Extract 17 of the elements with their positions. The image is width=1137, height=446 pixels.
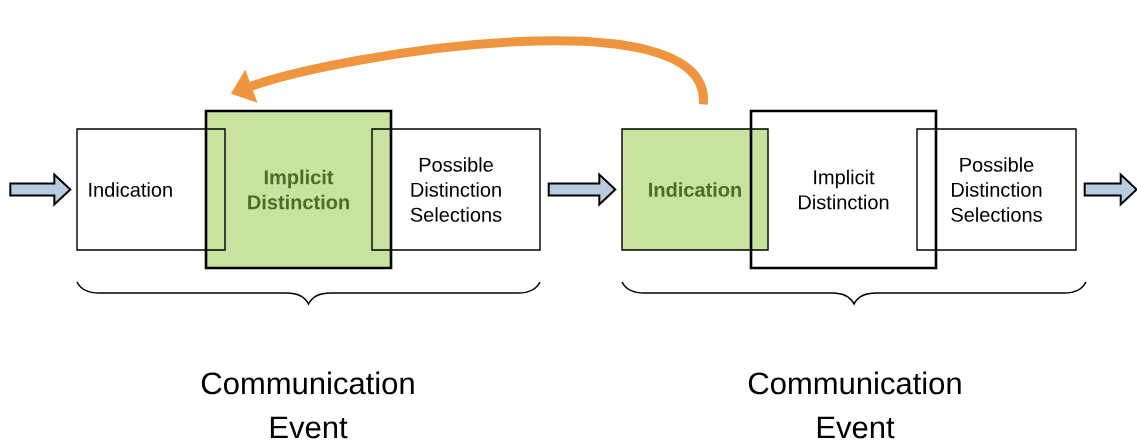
process-box	[916, 128, 1077, 251]
process-box	[621, 128, 769, 251]
box-label: Implicit Distinction	[248, 169, 349, 210]
block-arrow	[9, 172, 72, 207]
box-label: Possible Distinction Selections	[410, 157, 502, 222]
process-box	[749, 109, 938, 270]
process-box	[371, 128, 541, 251]
block-arrow	[547, 172, 617, 207]
block-arrow	[1083, 172, 1137, 207]
event-label: Communication Event	[201, 371, 414, 439]
box-label: Implicit Distinction	[799, 169, 889, 210]
box-label: Indication	[89, 182, 172, 197]
event-label: Communication Event	[748, 371, 961, 439]
box-label: Possible Distinction Selections	[951, 157, 1042, 222]
box-label: Indication	[649, 182, 741, 197]
process-box	[204, 109, 393, 270]
process-box	[76, 128, 226, 251]
